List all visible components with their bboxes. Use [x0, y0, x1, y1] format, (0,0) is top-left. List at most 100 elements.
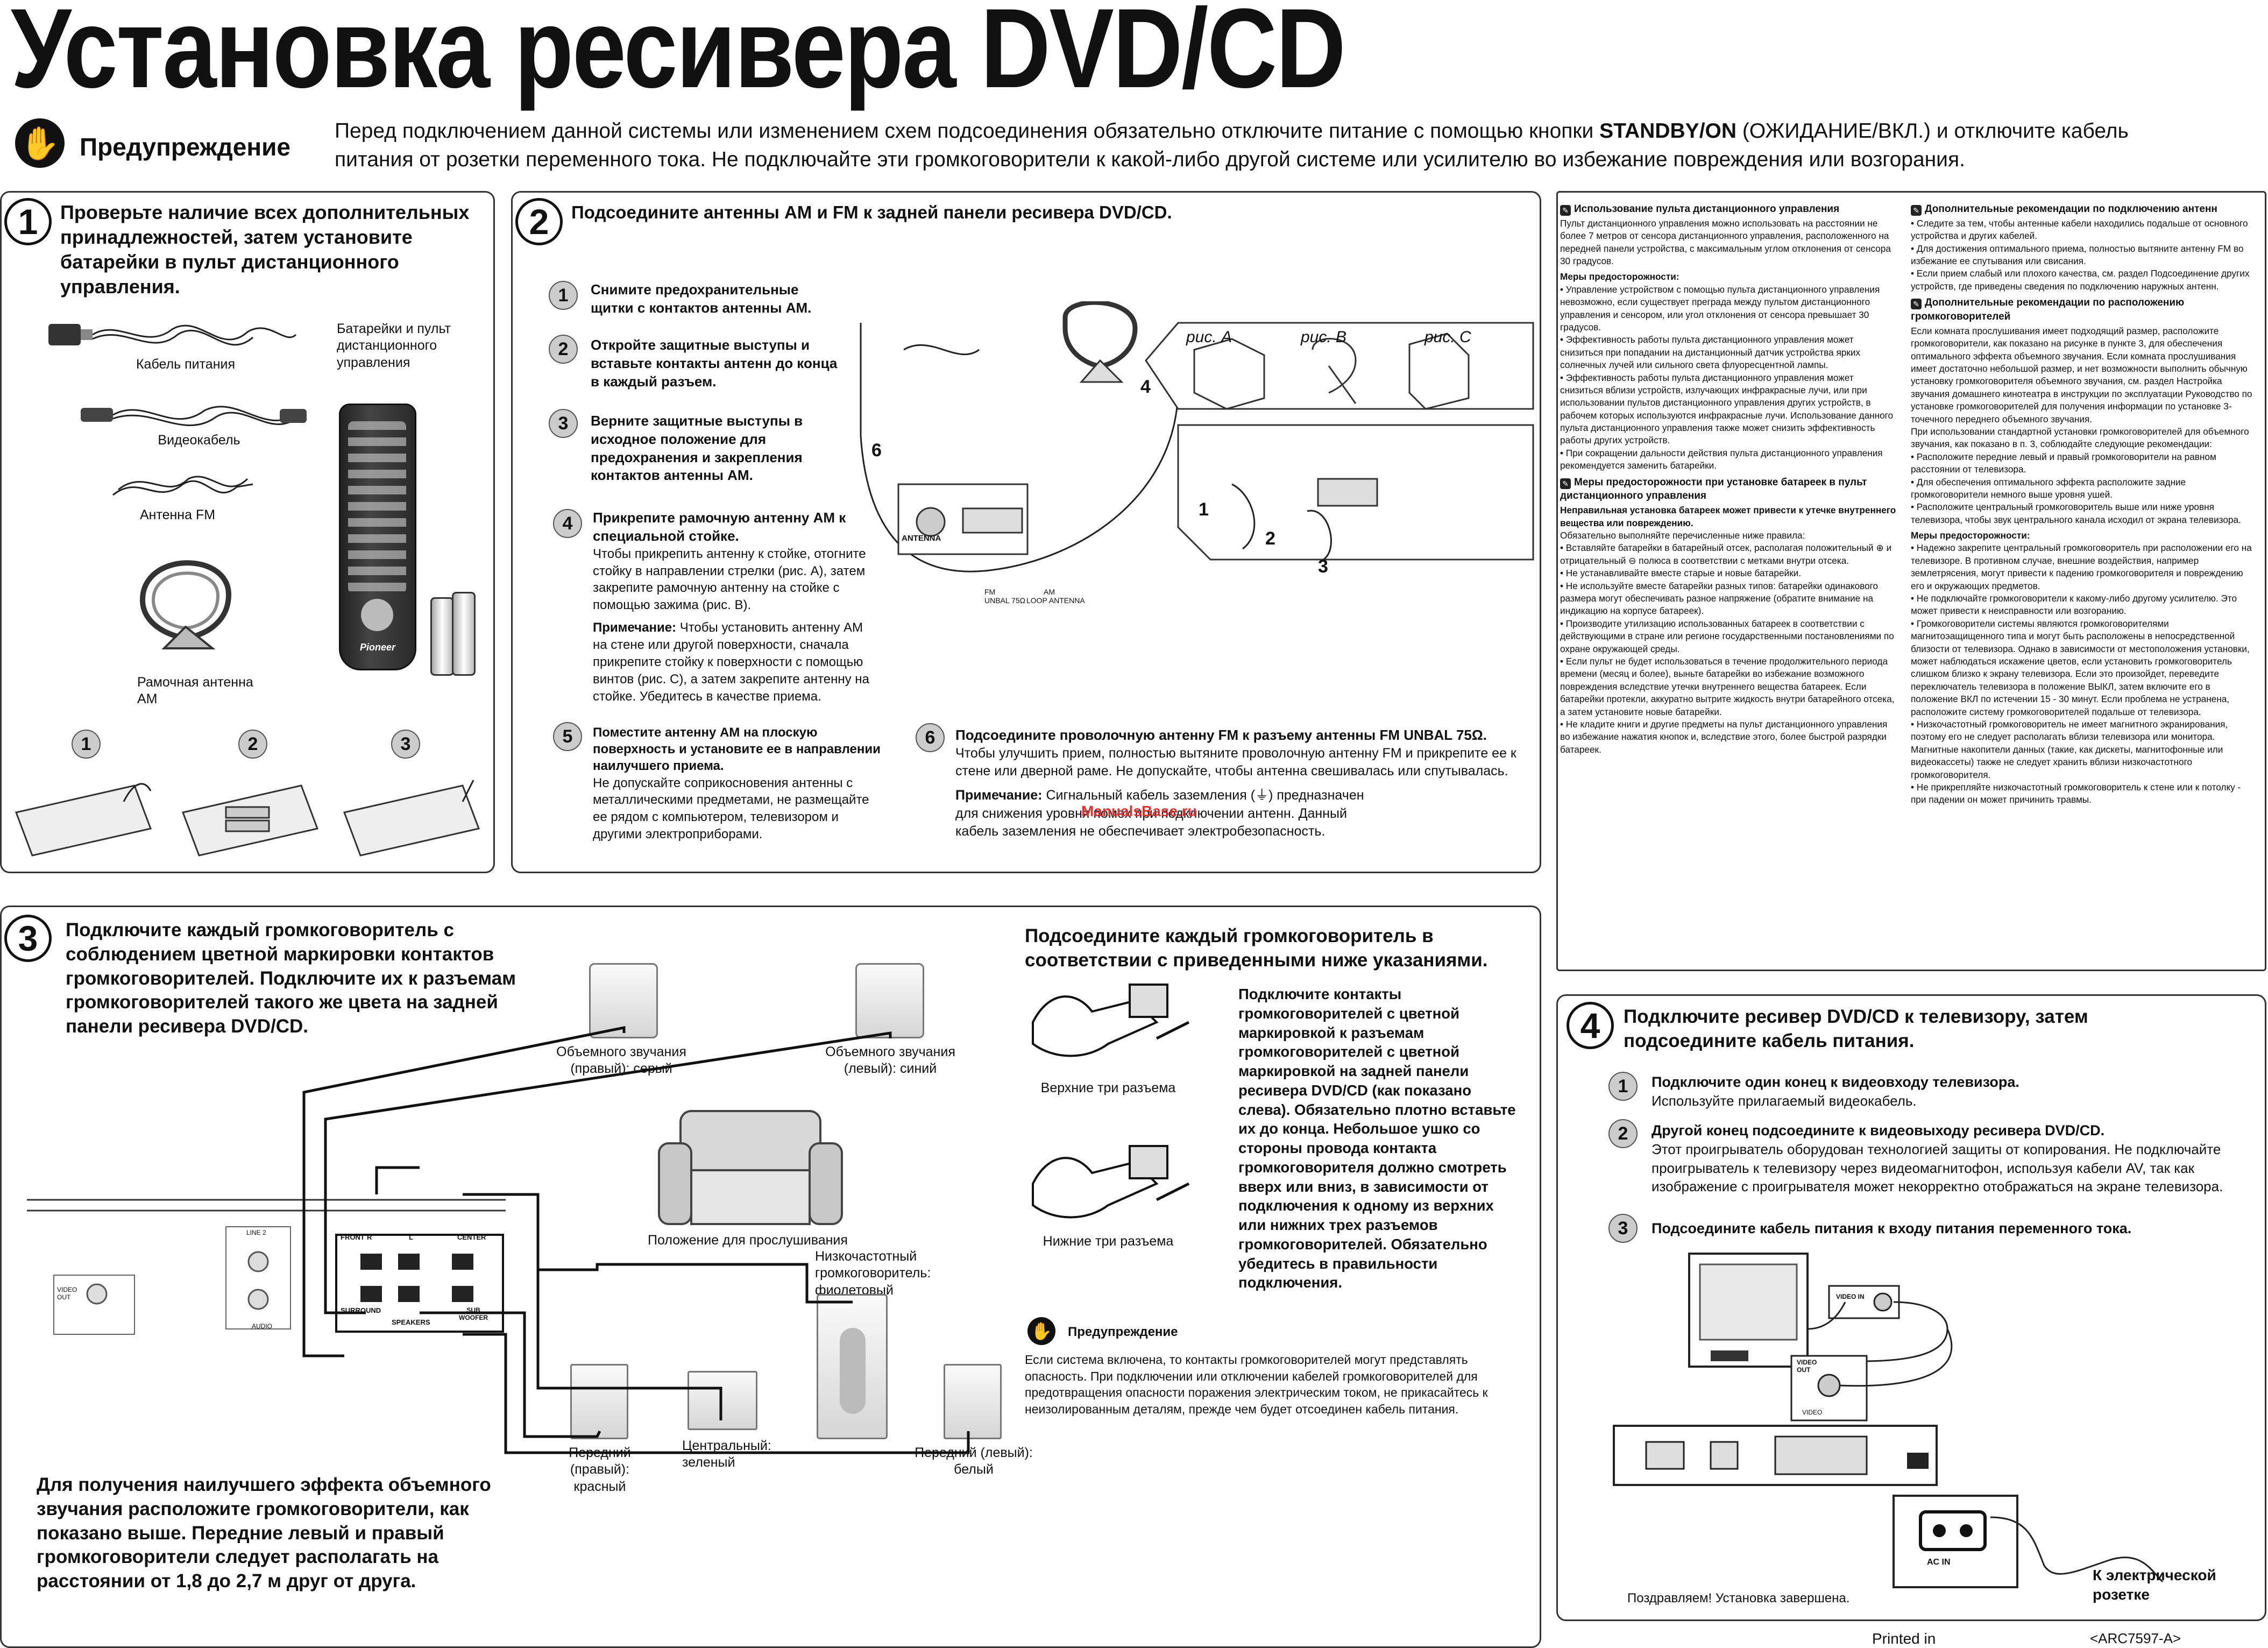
video-out-label: VIDEO OUT [57, 1286, 77, 1301]
center-speaker [688, 1371, 757, 1430]
info-section-heading: ✎Дополнительные рекомендации по подключе… [1911, 202, 2255, 216]
am-step-4-note: Примечание: Чтобы установить антенну AM … [593, 620, 869, 704]
am-step-3-title: Верните защитные выступы в исходное поло… [591, 413, 803, 484]
info-column-2: ✎Дополнительные рекомендации по подключе… [1911, 199, 2255, 807]
info-section-heading: ✎Меры предосторожности при установке бат… [1560, 476, 1867, 502]
battery-step-1: 1 [72, 730, 101, 759]
info-paragraph: Если комната прослушивания имеет подходя… [1911, 325, 2252, 525]
document-code: <ARC7597-A> [2090, 1630, 2181, 1646]
loop-antenna-label: LOOP ANTENNA [1026, 596, 1085, 605]
am-step-2-title: Откройте защитные выступы и вставьте кон… [591, 337, 838, 390]
upper-terminals-label: Верхние три разъема [1040, 1080, 1176, 1095]
info-paragraph: Пульт дистанционного управления можно ис… [1560, 217, 1891, 266]
watermark: ManualsBase.ru [1081, 803, 1197, 819]
tv-video-in-label: VIDEO IN [1836, 1293, 1865, 1300]
battery-icon [452, 592, 476, 676]
am-step-5-number: 5 [553, 722, 582, 751]
speaker-connection-instructions: Подключите контакты громкоговорителей с … [1238, 986, 1516, 1291]
note-icon: ✎ [1911, 299, 1922, 310]
step4-title: Подключите ресивер DVD/CD к телевизору, … [1624, 1006, 2088, 1051]
center-terminal-label: CENTER [457, 1233, 486, 1241]
callout-4: 4 [1140, 377, 1151, 397]
am-step-1-number: 1 [549, 281, 578, 310]
step3-right-title: Подсоедините каждый громкоговоритель в с… [1025, 925, 1488, 971]
info-paragraph: • Управление устройством с помощью пульт… [1560, 284, 1894, 471]
subwoofer-speaker [817, 1294, 888, 1439]
audio-label: AUDIO [252, 1322, 273, 1330]
info-panel [1556, 191, 2266, 971]
am-step-5-body: Не допускайте соприкосновения антенны с … [593, 775, 869, 842]
listening-sofa-icon [658, 1110, 843, 1225]
tv-step-1-number: 1 [1608, 1072, 1638, 1101]
am-step-1-title: Снимите предохранительные щитки с контак… [591, 281, 812, 316]
battery-step-3: 3 [391, 730, 420, 759]
remote-brand: Pioneer [359, 642, 396, 653]
center-label: Центральный: зеленый [682, 1438, 771, 1470]
step4-number: 4 [1567, 1002, 1614, 1049]
am-step-4-body: Чтобы прикрепить антенну к стойке, отогн… [593, 546, 866, 613]
am-step-3-number: 3 [549, 409, 578, 438]
remote-label: Батарейки и пульт дистанционного управле… [337, 321, 451, 370]
step1-title: Проверьте наличие всех дополнительных пр… [60, 201, 470, 298]
step3-warning-text: Если система включена, то контакты громк… [1025, 1353, 1488, 1416]
surround-right-speaker [589, 963, 658, 1038]
stop-hand-icon: ✋ [15, 118, 65, 168]
am-step-2-number: 2 [549, 335, 578, 364]
battery-icon [430, 597, 454, 676]
fig-c-label: рис. C [1424, 328, 1471, 346]
outlet-label: К электрической розетке [2093, 1567, 2216, 1603]
fm-antenna-label: Антенна FM [139, 507, 216, 522]
surround-left-label: Объемного звучания (левый): синий [825, 1044, 955, 1077]
fm-unbal-label: UNBAL 75Ω [984, 596, 1026, 605]
info-paragraph: Обязательно выполняйте перечисленные ниж… [1560, 530, 1895, 755]
front-right-speaker [570, 1364, 628, 1439]
receiver-video-label: VIDEO [1802, 1409, 1823, 1416]
info-paragraph: • Следите за тем, чтобы антенные кабели … [1911, 217, 2250, 292]
tv-step-3-title: Подсоедините кабель питания к входу пита… [1652, 1220, 2132, 1236]
callout-3: 3 [1318, 556, 1328, 577]
fm-step-6-body: Чтобы улучшить прием, полностью вытяните… [955, 745, 1516, 779]
note-icon: ✎ [1911, 205, 1922, 216]
callout-6: 6 [871, 440, 882, 461]
page-title: Установка ресивера DVD/CD [11, 0, 1346, 111]
fig-b-label: рис. B [1301, 328, 1347, 346]
info-subheading: Меры предосторожности: [1911, 530, 2030, 541]
note-icon: ✎ [1560, 205, 1571, 216]
stop-hand-icon: ✋ [1027, 1317, 1055, 1345]
speakers-label: SPEAKERS [392, 1318, 430, 1326]
battery-step-2: 2 [238, 730, 267, 759]
lower-terminal-hands-illustration [1032, 1145, 1190, 1219]
battery-install-illustration [15, 780, 480, 857]
ac-in-label: AC IN [1927, 1558, 1951, 1567]
video-cable-label: Видеокабель [158, 433, 240, 448]
fig-a-label: рис. A [1186, 328, 1232, 346]
speaker-wires [302, 1025, 970, 1454]
upper-terminal-hands-illustration [1032, 984, 1190, 1057]
callout-1: 1 [1199, 499, 1209, 520]
info-section-heading: ✎Дополнительные рекомендации по располож… [1911, 297, 2185, 322]
am-step-4-number: 4 [553, 509, 582, 538]
tv-step-3-number: 3 [1608, 1214, 1638, 1243]
am-step-4: Прикрепите рамочную антенну AM к специал… [593, 509, 873, 705]
power-cable-label: Кабель питания [136, 357, 236, 372]
line2-label: LINE 2 [246, 1229, 266, 1236]
fm-step-6-number: 6 [916, 723, 945, 752]
tv-step-2: Другой конец подсоедините к видеовыходу … [1652, 1122, 2223, 1195]
fm-step-6-note: Примечание: Сигнальный кабель заземления… [955, 788, 1364, 839]
info-subheading: Меры предосторожности: [1560, 271, 1679, 282]
step3-title: Подключите каждый громкоговоритель с соб… [66, 920, 516, 1037]
tv-connection-illustration [1613, 1253, 2164, 1588]
info-section-heading: ✎Использование пульта дистанционного упр… [1560, 202, 1899, 216]
fm-step-6-title: Подсоедините проволочную антенну FM к ра… [955, 727, 1487, 743]
step3-number: 3 [4, 915, 52, 962]
am-antenna-label: Рамочная антенна AM [137, 675, 253, 707]
remote-control-icon: Pioneer [339, 404, 416, 670]
note-icon: ✎ [1560, 478, 1571, 489]
antenna-connection-illustration [860, 301, 1534, 572]
step3-warning-label: Предупреждение [1068, 1325, 1178, 1339]
receiver-video-out-label: VIDEO OUT [1797, 1359, 1817, 1374]
video-cable-icon [81, 406, 307, 427]
power-cable-icon [48, 324, 297, 346]
front-l-label: L [409, 1233, 413, 1241]
printed-in-label: Printed in [1872, 1630, 1936, 1647]
